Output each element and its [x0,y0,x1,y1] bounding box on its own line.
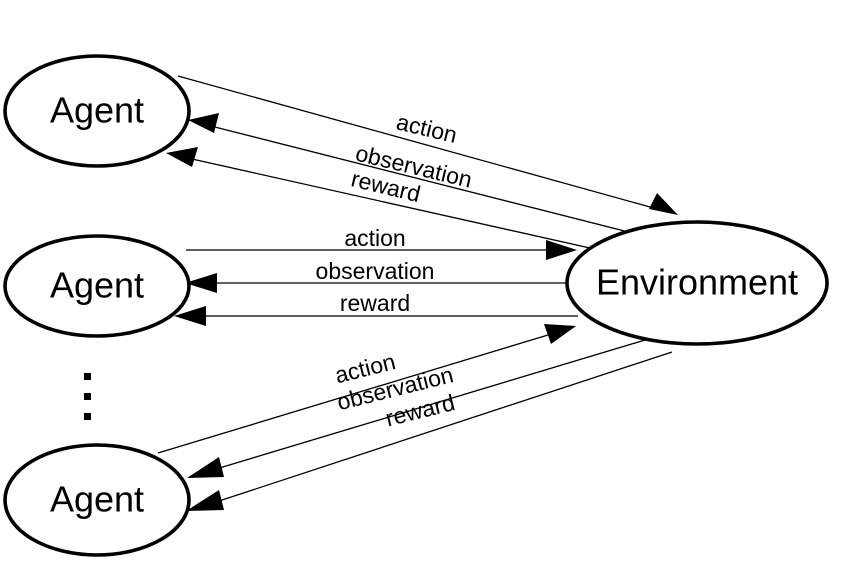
edge-top-observation [188,113,661,241]
edge-top-reward-arrowhead [166,147,198,167]
edge-mid-reward-arrowhead [174,306,206,326]
ellipsis-dot-1 [84,373,91,380]
edge-group-bottom: action observation reward [157,324,673,511]
ellipsis-dot-3 [84,413,91,420]
edge-mid-observation [185,273,588,293]
edge-bot-observation-line [215,336,656,470]
edge-group-middle: action observation reward [174,225,588,326]
edge-top-reward-line [182,156,649,262]
edge-bot-observation [187,336,656,478]
edge-bot-observation-arrowhead [187,457,224,478]
edge-bot-action-arrowhead [544,324,576,344]
edge-group-top: action observation reward [166,75,678,262]
environment-ellipse[interactable] [565,220,829,346]
agent-middle-label: Agent [50,265,144,306]
edge-bot-reward-line [215,351,673,503]
edge-top-reward [166,147,649,262]
edge-label-mid-reward: reward [340,290,410,316]
ellipsis-dot-2 [84,393,91,400]
edge-label-mid-action: action [344,225,405,251]
edge-bot-reward [186,351,673,511]
edge-top-observation-arrowhead [188,113,219,133]
edge-top-action [177,75,678,215]
edge-label-top-action: action [394,108,460,148]
edge-mid-action-arrowhead [546,240,577,260]
agent-top-label: Agent [50,90,144,131]
edge-mid-observation-arrowhead [185,273,217,293]
edge-bot-action [157,324,576,454]
edge-bot-action-line [157,334,549,454]
edge-mid-action [186,240,577,260]
agent-bottom-ellipse[interactable] [3,443,191,557]
node-agent-bottom[interactable]: Agent [3,443,191,557]
vertical-ellipsis-icon [84,373,91,420]
environment-label: Environment [596,262,798,303]
node-agent-top[interactable]: Agent [3,54,191,168]
edge-bot-reward-arrowhead [186,490,224,511]
agent-middle-ellipse[interactable] [3,234,191,338]
node-environment[interactable]: Environment [565,220,829,346]
node-agent-middle[interactable]: Agent [3,234,191,338]
edge-top-observation-line [202,123,661,241]
edge-label-mid-observation: observation [316,258,435,284]
edge-top-action-line [177,75,669,213]
agent-bottom-label: Agent [50,479,144,520]
agent-top-ellipse[interactable] [3,54,191,168]
edge-mid-reward [174,306,578,326]
edge-top-action-arrowhead [649,193,678,215]
